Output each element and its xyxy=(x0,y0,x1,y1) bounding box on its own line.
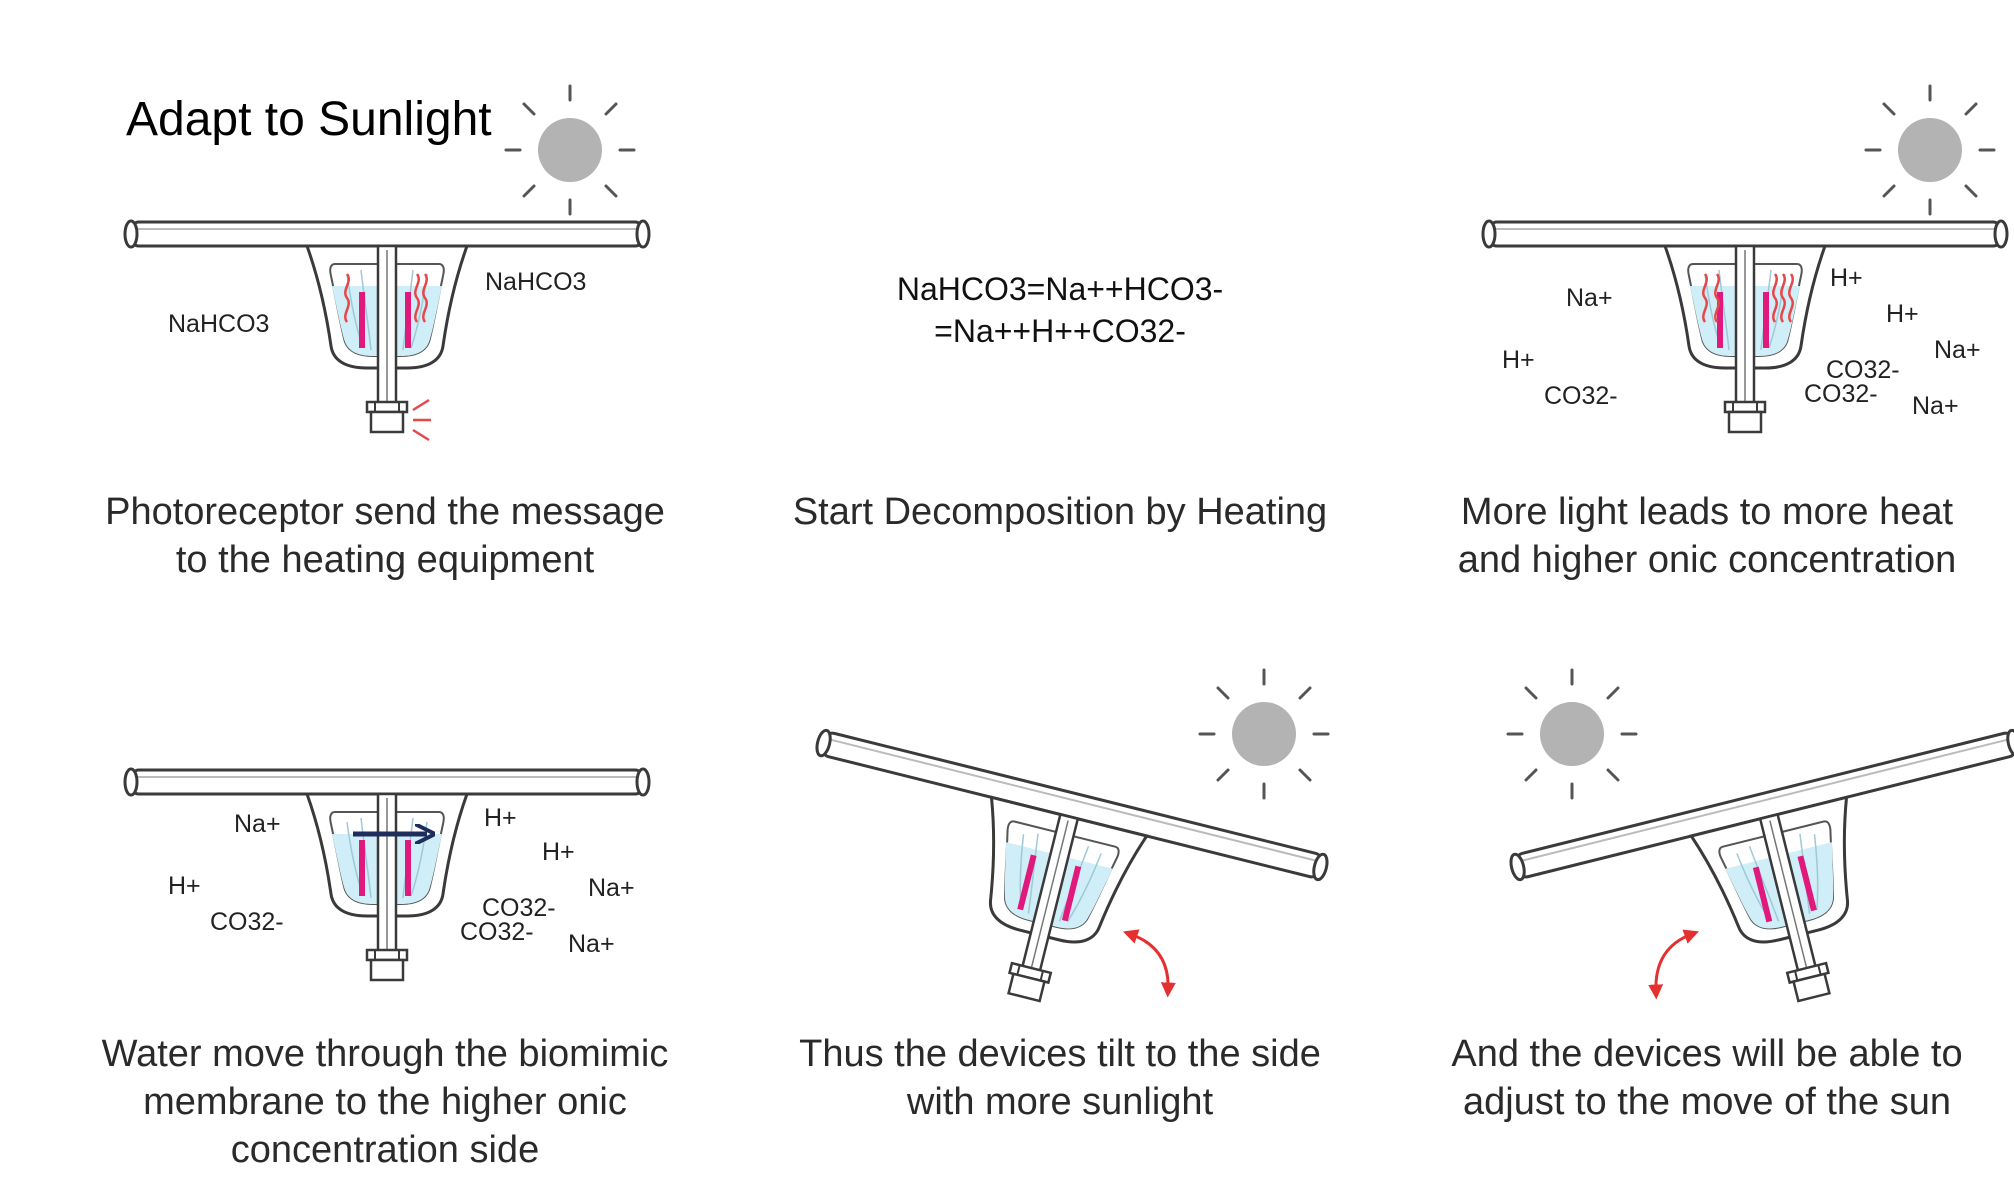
caption-panel-6: And the devices will be able to adjust t… xyxy=(1400,1030,2014,1126)
tilt-arrow-right xyxy=(1122,929,1176,998)
p3-ion-right-1: H+ xyxy=(1830,264,1863,292)
caption-line: with more sunlight xyxy=(906,1081,1214,1123)
p4-ion-right-5: CO32- xyxy=(460,918,534,946)
caption-line: adjust to the move of the sun xyxy=(1463,1081,1951,1123)
p4-ion-right-1: H+ xyxy=(484,804,517,832)
caption-line: to the heating equipment xyxy=(175,539,595,581)
panel-3-sun-icon xyxy=(1864,84,1996,216)
p3-ion-left-1: Na+ xyxy=(1566,284,1613,312)
p3-ion-right-3: Na+ xyxy=(1934,336,1981,364)
caption-line: concentration side xyxy=(230,1129,540,1171)
caption-line: and higher onic concentration xyxy=(1457,539,1957,581)
panel-3-device xyxy=(1481,219,2009,434)
caption-panel-5: Thus the devices tilt to the side with m… xyxy=(735,1030,1385,1126)
equation-line-2: =Na++H++CO32- xyxy=(934,313,1186,349)
p4-ion-left-3: CO32- xyxy=(210,908,284,936)
panel-6-device-tilted xyxy=(1507,727,2014,1063)
panel-5-sun-icon xyxy=(1198,668,1330,800)
tilt-arrow-left xyxy=(1648,929,1700,1000)
p3-ion-right-6: Na+ xyxy=(1912,392,1959,420)
p3-ion-right-5: CO32- xyxy=(1804,380,1878,408)
caption-panel-4: Water move through the biomimic membrane… xyxy=(60,1030,710,1174)
panel-5-device-tilted xyxy=(768,727,1331,1063)
p4-ion-right-3: Na+ xyxy=(588,874,635,902)
caption-line: Thus the devices tilt to the side xyxy=(799,1033,1321,1075)
panel-4-device xyxy=(123,767,651,982)
p4-ion-right-6: Na+ xyxy=(568,930,615,958)
caption-panel-1: Photoreceptor send the message to the he… xyxy=(60,488,710,584)
p4-ion-right-2: H+ xyxy=(542,838,575,866)
caption-line: Start Decomposition by Heating xyxy=(792,491,1328,533)
caption-panel-2: Start Decomposition by Heating xyxy=(735,488,1385,536)
caption-line: Water move through the biomimic xyxy=(101,1033,669,1075)
p3-ion-left-3: CO32- xyxy=(1544,382,1618,410)
p3-ion-right-4: CO32- xyxy=(1826,356,1900,384)
panel-1-sun-icon xyxy=(504,84,636,216)
caption-line: More light leads to more heat xyxy=(1460,491,1954,533)
p3-ion-left-2: H+ xyxy=(1502,346,1535,374)
caption-line: And the devices will be able to xyxy=(1451,1033,1963,1075)
photoreceptor-signal-icon xyxy=(412,398,431,442)
caption-line: Photoreceptor send the message xyxy=(105,491,665,533)
panel-6-sun-icon xyxy=(1506,668,1638,800)
panel-1-left-label: NaHCO3 xyxy=(168,310,269,338)
panel-1-device xyxy=(123,219,651,442)
caption-line: membrane to the higher onic xyxy=(143,1081,627,1123)
panel-1-right-label: NaHCO3 xyxy=(485,268,586,296)
p4-ion-left-1: Na+ xyxy=(234,810,281,838)
equation-line-1: NaHCO3=Na++HCO3- xyxy=(897,271,1223,307)
page-title: Adapt to Sunlight xyxy=(126,93,492,146)
p3-ion-right-2: H+ xyxy=(1886,300,1919,328)
p4-ion-right-4: CO32- xyxy=(482,894,556,922)
caption-panel-3: More light leads to more heat and higher… xyxy=(1400,488,2014,584)
p4-ion-left-2: H+ xyxy=(168,872,201,900)
